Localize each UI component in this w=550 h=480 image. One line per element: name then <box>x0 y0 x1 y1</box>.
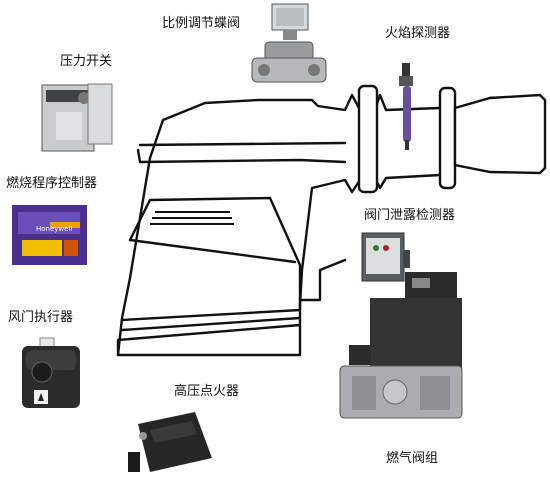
controller-brand-text: Honeywell <box>36 225 73 233</box>
label-gas-valve-train: 燃气阀组 <box>386 451 439 466</box>
ignition-transformer-image <box>128 412 212 472</box>
damper-actuator-image <box>22 337 80 408</box>
label-butterfly-valve: 比例调节蝶阀 <box>162 16 241 31</box>
burner-front-edge <box>128 238 297 264</box>
flange-ring-2 <box>438 86 457 190</box>
burner-base <box>116 323 302 357</box>
valve-leak-tester-image <box>361 232 410 282</box>
label-burner-controller: 燃烧程序控制器 <box>6 176 98 191</box>
burner-pedestal <box>298 258 347 302</box>
butterfly-valve-image <box>251 3 327 83</box>
label-flame-detector: 火焰探测器 <box>385 26 451 41</box>
burner-nozzle <box>453 93 547 175</box>
flame-detector-image <box>399 63 413 150</box>
pressure-switch-image <box>41 83 113 152</box>
flange-ring-1 <box>357 84 379 194</box>
label-valve-leak-tester: 阀门泄露检测器 <box>364 208 456 223</box>
label-ignition-transformer: 高压点火器 <box>174 384 240 399</box>
burner-band-top <box>138 141 347 147</box>
burner-base-slot <box>120 316 302 332</box>
burner-band <box>136 148 347 164</box>
label-pressure-switch: 压力开关 <box>60 54 113 69</box>
burner-front-block <box>120 196 302 322</box>
gas-valve-train-image <box>339 272 463 419</box>
label-damper-actuator: 风门执行器 <box>8 310 74 325</box>
burner-controller-image <box>12 205 87 265</box>
